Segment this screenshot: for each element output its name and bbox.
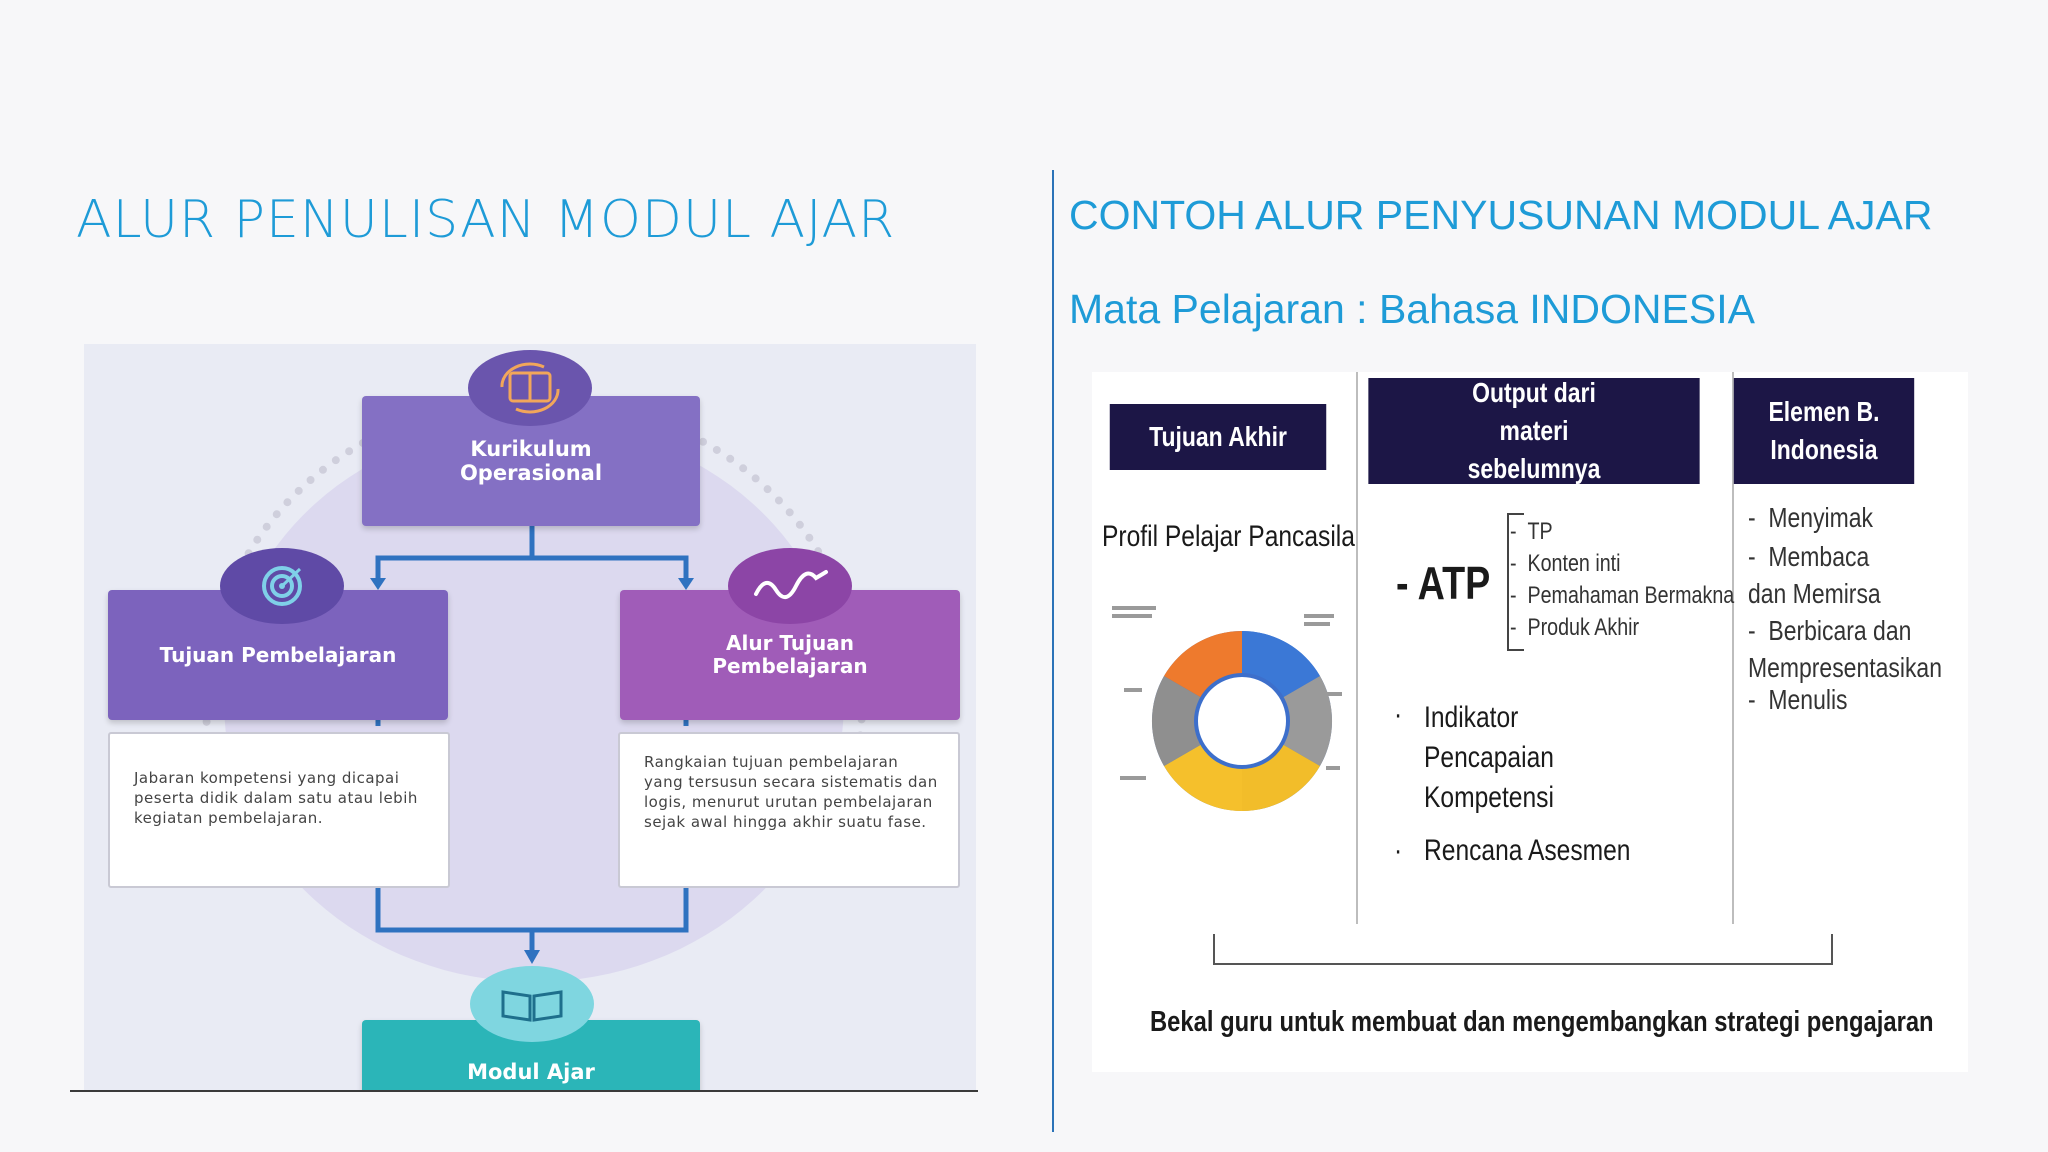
tujuan-pembelajaran-description: Jabaran kompetensi yang dicapai peserta …	[108, 732, 450, 888]
section-divider	[1052, 170, 1054, 1132]
alur-tujuan-pembelajaran-description: Rangkaian tujuan pembelajaran yang tersu…	[618, 732, 960, 888]
document-cycle-icon	[468, 350, 592, 426]
asesmen-bullet: ·	[1394, 834, 1403, 867]
element-berbicara: - Berbicara dan Mempresentasikan	[1748, 615, 1942, 683]
element-membaca: - Membaca dan Memirsa	[1748, 541, 1881, 609]
diagram-baseline	[70, 1090, 978, 1092]
header-elemen-bahasa: Elemen B. Indonesia	[1733, 378, 1915, 484]
header-tujuan-akhir: Tujuan Akhir	[1109, 404, 1327, 470]
header-elemen-bahasa-label: Elemen B. Indonesia	[1768, 396, 1880, 465]
column-divider-2	[1732, 372, 1734, 924]
column-divider-1	[1356, 372, 1358, 924]
right-slide-title: CONTOH ALUR PENYUSUNAN MODUL AJAR	[1069, 192, 1933, 238]
target-icon	[220, 548, 344, 624]
element-menyimak: - Menyimak	[1748, 502, 1874, 533]
modul-ajar-flow-diagram: Kurikulum Operasional Tujuan Pembelajara…	[84, 344, 976, 1092]
atp-item-konten: - Konten inti	[1510, 550, 1621, 577]
element-menyimak-label: Menyimak	[1768, 502, 1874, 533]
header-output-materi: Output dari materi sebelumnya	[1368, 377, 1700, 484]
kurikulum-operasional-box: Kurikulum Operasional	[362, 396, 700, 526]
open-book-icon	[470, 966, 594, 1042]
profil-pelajar-text: Profil Pelajar Pancasila	[1102, 520, 1355, 553]
asesmen-text: Rencana Asesmen	[1424, 834, 1631, 867]
footer-bracket	[1213, 934, 1833, 965]
modul-ajar-label: Modul Ajar	[467, 1060, 595, 1084]
atp-item-tp: - TP	[1510, 518, 1553, 545]
indikator-text: Indikator Pencapaian Kompetensi	[1424, 701, 1554, 814]
left-slide-title: ALUR PENULISAN MODUL AJAR	[76, 190, 896, 250]
atp-item-pemahaman-label: Pemahaman Bermakna	[1527, 582, 1735, 609]
element-menulis-label: Menulis	[1768, 684, 1848, 715]
header-tujuan-akhir-label: Tujuan Akhir	[1149, 421, 1287, 452]
element-berbicara-label: Berbicara dan Mempresentasikan	[1748, 615, 1942, 683]
kurikulum-operasional-label: Kurikulum Operasional	[459, 436, 603, 485]
diagram-connectors	[370, 514, 694, 964]
atp-item-tp-label: TP	[1527, 518, 1553, 545]
element-menulis: - Menulis	[1748, 684, 1848, 715]
alur-tujuan-pembelajaran-label: Alur Tujuan Pembelajaran	[712, 631, 868, 678]
element-membaca-label: Membaca dan Memirsa	[1748, 541, 1881, 609]
right-slide-subtitle: Mata Pelajaran : Bahasa INDONESIA	[1069, 286, 1755, 332]
atp-item-konten-label: Konten inti	[1527, 550, 1621, 577]
atp-label: - ATP	[1396, 557, 1491, 609]
indikator-bullet: ·	[1394, 698, 1403, 731]
tujuan-pembelajaran-label: Tujuan Pembelajaran	[159, 642, 397, 667]
profil-pancasila-wheel-icon	[1112, 606, 1342, 811]
atp-item-produk-label: Produk Akhir	[1527, 614, 1640, 641]
atp-item-produk: - Produk Akhir	[1510, 614, 1640, 641]
alur-penyusunan-table: Tujuan Akhir Output dari materi sebelumn…	[1092, 372, 1968, 1072]
header-output-materi-label: Output dari materi sebelumnya	[1467, 377, 1601, 484]
atp-bracket	[1507, 513, 1524, 651]
footer-text: Bekal guru untuk membuat dan mengembangk…	[1150, 1006, 1934, 1038]
atp-item-pemahaman: - Pemahaman Bermakna	[1510, 582, 1735, 609]
wave-icon	[728, 548, 852, 624]
